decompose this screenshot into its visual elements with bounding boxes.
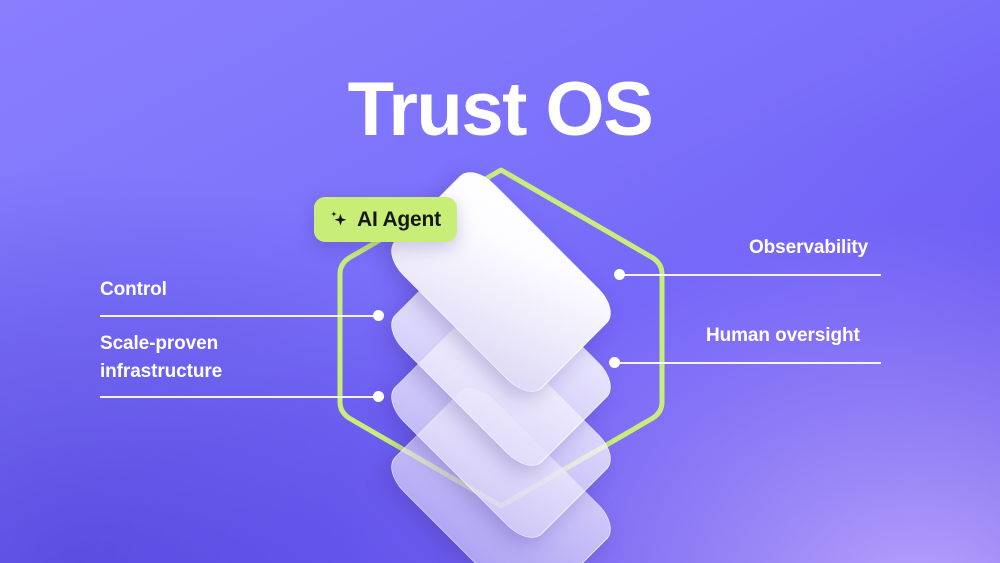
page-title: Trust OS [347, 67, 654, 152]
callout-control-dot [372, 310, 384, 322]
callout-human-oversight-dot [608, 357, 620, 369]
callout-observability-dot [613, 269, 625, 281]
ai-agent-badge-label: AI Agent [357, 207, 441, 231]
callout-control-label: Control [100, 279, 167, 300]
callout-control-line [100, 315, 380, 317]
callout-scale-proven-infrastructure-line [100, 396, 380, 398]
callout-scale-proven-infrastructure-label: Scale-proven infrastructure [100, 333, 223, 382]
callout-human-oversight-label: Human oversight [706, 325, 860, 346]
callout-human-oversight-line [613, 362, 881, 364]
callout-observability-line [618, 274, 881, 276]
sparkle-icon [328, 209, 350, 231]
callout-observability-label: Observability [749, 237, 869, 258]
ai-agent-badge[interactable]: AI Agent [314, 197, 457, 242]
callout-scale-proven-infrastructure-dot [372, 391, 384, 403]
